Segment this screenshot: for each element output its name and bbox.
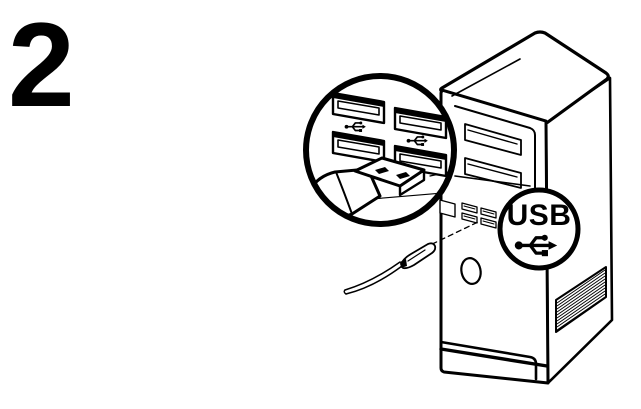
magnifier-leader-line-bottom bbox=[454, 175, 531, 187]
tower-front-usb-ports bbox=[461, 202, 497, 229]
power-button[interactable] bbox=[459, 256, 483, 285]
usb-trident-logo bbox=[514, 234, 558, 257]
magnifier-leader-line-top bbox=[451, 58, 521, 97]
usb-cable-plug-collar bbox=[400, 259, 407, 268]
magnified-usb-plug-contact-1 bbox=[375, 167, 389, 174]
usb-trident-square-terminal bbox=[541, 250, 548, 257]
usb-trident-symbol-2 bbox=[406, 135, 428, 146]
magnifier-leader-lines bbox=[451, 58, 531, 187]
magnified-usb-plug-seam bbox=[335, 171, 353, 215]
tower-bottom-edge bbox=[439, 347, 549, 368]
magnified-usb-port-2 bbox=[393, 106, 448, 140]
usb-logo-badge: USB bbox=[497, 187, 581, 271]
magnified-usb-port-3-top-edge bbox=[333, 132, 384, 146]
tower-usb-port-2-tongue bbox=[482, 210, 495, 215]
cable-edge-upper bbox=[344, 261, 401, 291]
magnified-usb-port-1-top-edge bbox=[333, 93, 384, 107]
tower-usb-port-4-tongue bbox=[482, 220, 495, 225]
tower-usb-port-3-tongue bbox=[463, 215, 476, 220]
magnified-usb-plug-shell-edge bbox=[398, 168, 426, 197]
step-number: 2 bbox=[8, 0, 75, 132]
magnified-usb-port-4-top-edge bbox=[395, 146, 446, 160]
usb-cable-plug-detail bbox=[407, 249, 426, 262]
usb-trident-circle-terminal bbox=[514, 241, 523, 250]
magnified-usb-port-2-top-edge bbox=[395, 108, 446, 122]
cable-end-cap bbox=[343, 289, 347, 295]
tower-front-label-plate bbox=[439, 199, 456, 218]
usb-trident-lower-branch bbox=[528, 243, 545, 255]
drive-bay-slot-2 bbox=[464, 157, 522, 189]
usb-trident-arrow-terminal bbox=[548, 241, 558, 250]
usb-cable-assembly bbox=[343, 221, 479, 295]
magnifier-contents bbox=[306, 91, 454, 219]
drive-bay-slot-2-line bbox=[467, 163, 518, 178]
magnified-usb-port-1 bbox=[331, 91, 386, 125]
magnified-usb-port-4-tongue bbox=[399, 153, 442, 169]
magnified-usb-plug-contact-2 bbox=[396, 172, 410, 179]
usb-trident-dot-terminal bbox=[541, 234, 548, 241]
magnified-usb-port-1-tongue bbox=[337, 100, 380, 116]
tower-usb-port-1-tongue bbox=[463, 205, 476, 210]
magnified-usb-port-2-tongue bbox=[399, 115, 442, 131]
magnifier-lens-rim bbox=[303, 73, 457, 227]
tower-vent bbox=[555, 266, 607, 333]
magnified-usb-port-detail bbox=[303, 73, 457, 227]
usb-trident-symbol-1 bbox=[344, 121, 366, 132]
drive-bay-slot-1 bbox=[464, 123, 522, 156]
vent-slats bbox=[556, 269, 606, 331]
usb-trident-upper-branch bbox=[528, 236, 546, 248]
magnified-usb-port-3-tongue bbox=[337, 139, 380, 155]
tower-front-bezel bbox=[454, 105, 536, 246]
cable-edge-lower bbox=[345, 265, 403, 295]
drive-bay-slot-1-line bbox=[467, 129, 518, 145]
usb-cable-plug bbox=[400, 242, 437, 270]
usb-badge-label: USB bbox=[507, 199, 572, 232]
